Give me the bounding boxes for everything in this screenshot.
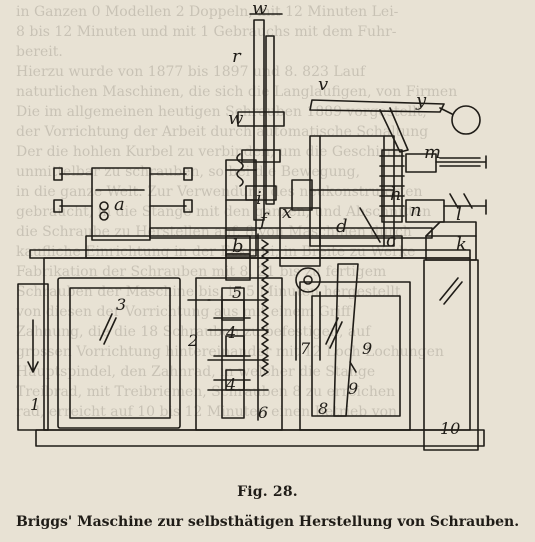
left-panel-inner [69,287,171,419]
label-m: m [424,142,441,163]
bg-line: bereit. [16,44,63,60]
clamp-m [405,153,437,173]
spring-coil [236,153,244,187]
bg-line: in die ganze Welt. Zur Verwendung des ne… [16,184,423,200]
label-7: 7 [300,339,311,358]
right-lower-inner [311,295,401,417]
label-l: l [456,204,462,225]
label-4b: 4 [225,375,236,394]
label-9a: 9 [362,339,372,358]
label-k: k [456,234,467,255]
label-9b: 9 [348,379,358,398]
bg-line: grossen Vorrichtung hintereinander mit 1… [16,344,444,360]
clamp-n [405,199,445,223]
figure-caption: Briggs' Maschine zur selbsthätigen Herst… [15,514,520,530]
label-d: d [336,216,348,237]
spindle-rod-2 [265,35,275,205]
label-a: a [114,194,125,215]
label-y: y [415,90,427,111]
label-4a: 4 [225,323,236,342]
label-w-top: w [252,0,268,19]
bg-line: naturlichen Maschinen, die sich die Lang… [16,84,458,100]
bg-line: in Ganzen 0 Modellen 2 Doppeln, mit 12 M… [16,4,399,20]
machine-bed [35,429,485,447]
k-housing [425,235,477,261]
label-n: n [410,200,422,221]
bg-line: kaufliche Einrichtung in der Eckerei, in… [16,244,416,260]
left-column [225,159,257,257]
bg-line: Die im allgemeinen heutigen Schrauben 18… [16,104,427,120]
label-b: b [232,236,244,257]
label-8: 8 [318,399,328,418]
main-frame [43,257,471,431]
label-w-mid: w [228,108,244,129]
spindle-rod [253,19,265,221]
main-cylinder [309,135,395,247]
machine-drawing: w r v w y m h n l k a i f x d c b 1 2 3 … [17,0,487,451]
label-6: 6 [258,403,268,422]
lever-arm [309,99,445,113]
bg-line: Der die hohlen Kurbel zu verbinden, um d… [16,144,402,160]
label-r: r [232,46,242,67]
center-lower-panel [195,277,283,431]
lever-9 [333,263,359,417]
left-handwheel [17,283,49,431]
label-c: c [386,230,396,251]
label-10: 10 [440,419,460,438]
center-pulley [295,267,321,293]
cabinet-slot [439,277,463,305]
label-v: v [318,74,328,95]
label-i: i [256,188,262,209]
chuck-block-a [91,167,151,241]
panel-slot-8 [325,317,343,349]
bg-line: rad, erreicht auf 10 bis 12 Minuten eine… [16,404,398,420]
gear-b-block [225,235,251,255]
label-h: h [390,184,402,205]
label-x: x [282,202,292,223]
right-lower-panel [299,281,411,431]
label-2: 2 [187,331,198,350]
bg-line: Hierzu wurde von 1877 bis 1897 und 8. 82… [16,64,366,80]
lever-ball [451,105,481,135]
handwheel-arrow [27,319,39,373]
label-3: 3 [116,295,126,314]
bg-line: gebraucht, in die Stange mit den ganzen,… [16,204,432,220]
panel-slot-3 [99,313,117,345]
left-panel [57,277,181,429]
bg-line: Fabrikation der Schrauben mit 8. 21 bis … [16,264,387,280]
bg-line: 8 bis 12 Minuten und mit 1 Gebrauchs mit… [16,24,397,40]
label-1: 1 [30,395,40,414]
figure-number: Fig. 28. [237,484,298,500]
label-5: 5 [232,283,242,302]
